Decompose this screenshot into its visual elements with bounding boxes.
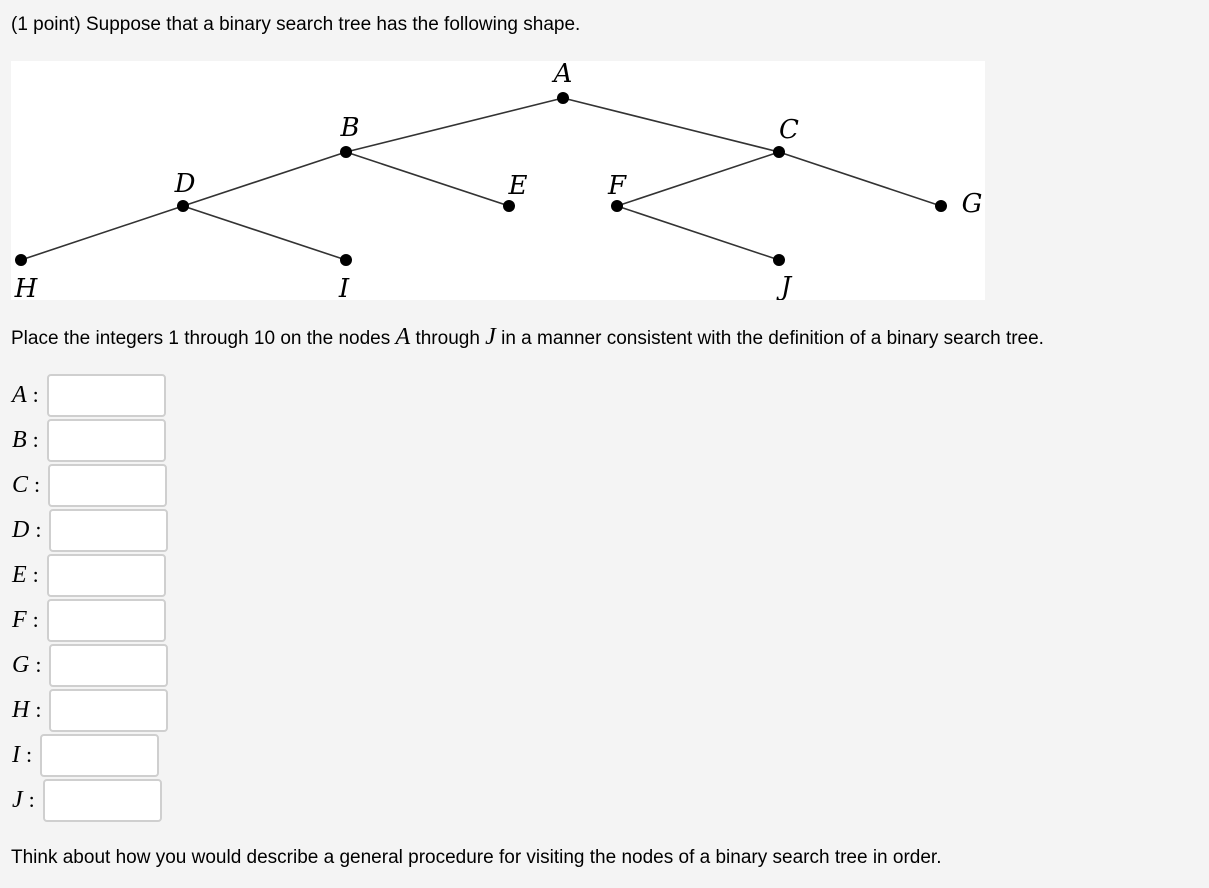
tree-edges [20, 97, 942, 261]
edge-B-D [182, 151, 347, 207]
answer-colon: : [35, 517, 42, 542]
node-C-dot [773, 146, 785, 158]
answer-input-I[interactable] [40, 733, 160, 777]
answer-input-F[interactable] [46, 598, 166, 642]
node-J-label: J [776, 272, 793, 300]
answer-row-D: D : [0, 508, 169, 552]
answer-label-A: A [12, 381, 27, 408]
answer-input-A[interactable] [46, 373, 166, 417]
edge-A-B [345, 97, 564, 153]
node-F-dot [611, 200, 623, 212]
question-hint: Think about how you would describe a gen… [11, 847, 942, 868]
question-instructions: Place the integers 1 through 10 on the n… [11, 323, 1044, 353]
node-H-dot [15, 254, 27, 266]
answer-input-D[interactable] [49, 508, 169, 552]
answer-colon: : [35, 697, 42, 722]
answer-colon: : [34, 472, 41, 497]
node-B-dot [340, 146, 352, 158]
node-A-dot [557, 92, 569, 104]
answer-colon: : [28, 787, 35, 812]
node-B-label: B [339, 113, 359, 143]
answer-label-C: C [12, 471, 29, 498]
answer-colon: : [32, 382, 39, 407]
binary-search-tree-diagram: A B C D E F G H I J [11, 61, 985, 300]
node-E-label: E [508, 171, 528, 201]
edge-C-F [616, 151, 780, 207]
answer-row-H: H : [0, 688, 169, 732]
answer-input-G[interactable] [49, 643, 169, 687]
answer-label-B: B [12, 426, 27, 453]
answer-input-J[interactable] [42, 778, 162, 822]
answer-label-D: D [12, 516, 30, 543]
answer-row-G: G : [0, 643, 169, 687]
node-H-label: H [14, 274, 39, 300]
answer-label-H: H [12, 696, 30, 723]
instructions-text-1: Place the integers 1 through 10 on the n… [11, 328, 396, 349]
tree-svg: A B C D E F G H I J [14, 61, 983, 300]
answer-label-I: I [12, 741, 20, 768]
answer-row-A: A : [0, 373, 166, 417]
node-G-label: G [962, 189, 983, 219]
answer-colon: : [26, 742, 33, 767]
node-J-dot [773, 254, 785, 266]
answer-label-G: G [12, 651, 30, 678]
answer-label-J: J [12, 786, 23, 813]
edge-B-E [345, 151, 510, 207]
node-F-label: F [607, 171, 627, 201]
node-I-label: I [338, 274, 350, 300]
edge-D-I [182, 205, 347, 261]
edge-C-G [778, 151, 942, 207]
answer-colon: : [35, 652, 42, 677]
instructions-text-3: in a manner consistent with the definiti… [495, 328, 1044, 349]
instructions-text-2: through [410, 328, 486, 349]
answer-row-C: C : [0, 463, 168, 507]
edge-F-J [616, 205, 780, 261]
node-D-label: D [174, 169, 196, 199]
answer-row-I: I : [0, 733, 160, 777]
answer-label-E: E [12, 561, 27, 588]
answer-input-C[interactable] [48, 463, 168, 507]
instructions-var-start: A [395, 324, 411, 350]
question-intro: (1 point) Suppose that a binary search t… [11, 14, 581, 35]
node-D-dot [177, 200, 189, 212]
answer-input-B[interactable] [46, 418, 166, 462]
node-A-label: A [552, 61, 573, 89]
answer-label-F: F [12, 606, 27, 633]
tree-nodes [15, 92, 947, 266]
edge-A-C [562, 97, 780, 153]
answer-colon: : [32, 607, 39, 632]
answer-row-J: J : [0, 778, 162, 822]
node-G-dot [935, 200, 947, 212]
node-C-label: C [779, 115, 799, 145]
tree-labels: A B C D E F G H I J [14, 61, 983, 300]
answer-row-F: F : [0, 598, 166, 642]
answer-row-E: E : [0, 553, 166, 597]
instructions-var-end: J [485, 324, 496, 350]
node-I-dot [340, 254, 352, 266]
answer-colon: : [32, 562, 39, 587]
node-E-dot [503, 200, 515, 212]
answer-input-H[interactable] [49, 688, 169, 732]
answer-input-E[interactable] [46, 553, 166, 597]
answer-colon: : [32, 427, 39, 452]
answer-row-B: B : [0, 418, 166, 462]
edge-D-H [20, 205, 184, 261]
